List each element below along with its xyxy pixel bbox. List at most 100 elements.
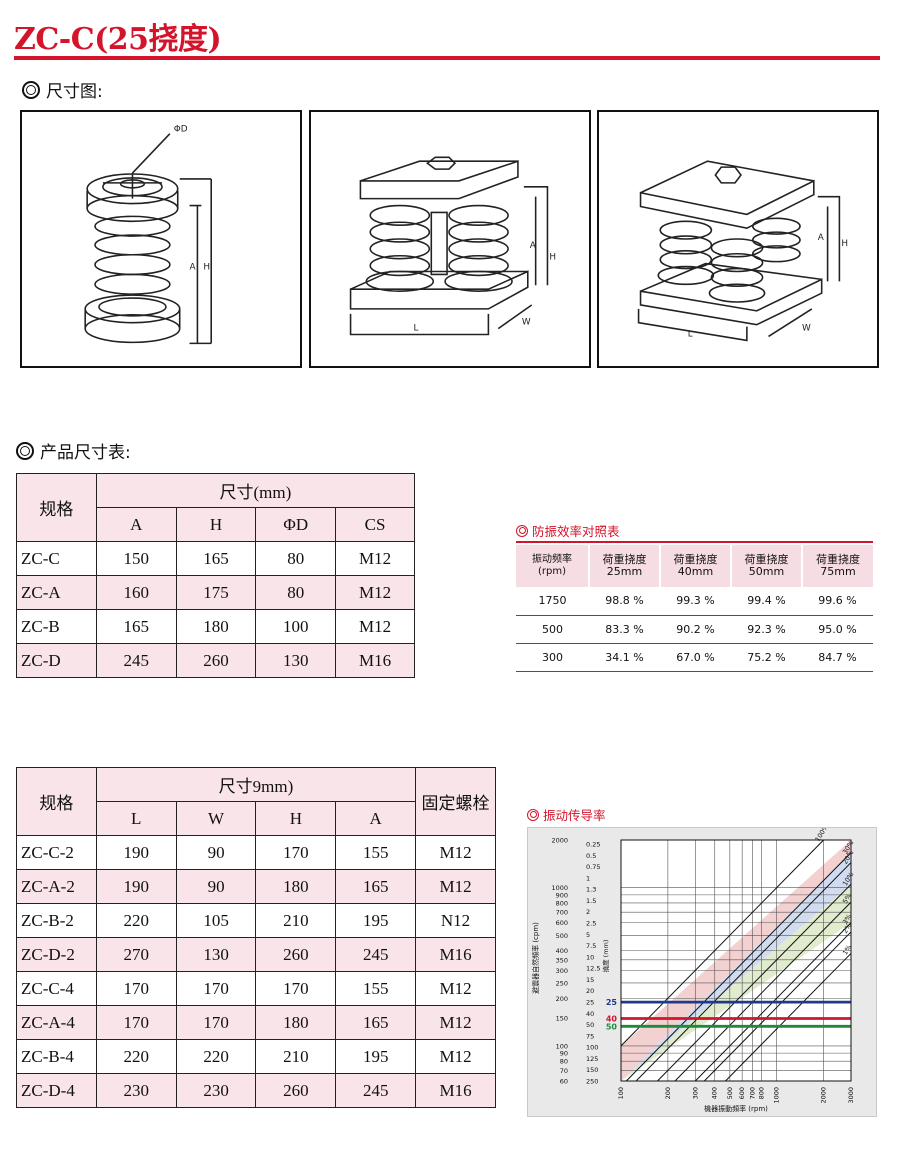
table-row: 500 83.3 % 90.2 % 92.3 % 95.0 %	[516, 615, 873, 644]
table1-cell: 175	[175, 575, 257, 610]
table2-cell: ZC-D-4	[16, 1073, 97, 1108]
chart-deflection-tick-label: 125	[586, 1055, 598, 1063]
efficiency-cell: 99.6 %	[802, 587, 873, 616]
chart-x-axis-label: 機器振動頻率 (rpm)	[704, 1104, 768, 1113]
title-rule	[14, 56, 880, 60]
table1-cell: 100	[255, 609, 337, 644]
table2-cell: 210	[255, 903, 337, 938]
chart-deflection-tick-label: 7.5	[586, 942, 596, 950]
efficiency-cell: 84.7 %	[802, 643, 873, 672]
efficiency-cell: 67.0 %	[660, 643, 731, 672]
table2-cell: 195	[335, 903, 417, 938]
table2-header-bolt: 固定螺栓	[415, 767, 496, 836]
chart-y-tick-label: 70	[560, 1067, 568, 1075]
chart-x-tick-label: 400	[711, 1087, 719, 1099]
chart-deflection-tick-label: 0.5	[586, 852, 596, 860]
section-heading-dims-label: 尺寸图:	[46, 82, 103, 102]
efficiency-cell: 98.8 %	[589, 587, 660, 616]
efficiency-cell: 99.4 %	[731, 587, 802, 616]
chart-deflection-tick-label: 2	[586, 908, 590, 916]
chart-deflection-tick-label: 40	[586, 1010, 594, 1018]
table1-cell: M12	[335, 541, 415, 576]
chart-x-tick-label: 800	[758, 1087, 766, 1099]
table1-header-group: 尺寸(mm)	[95, 473, 416, 508]
efficiency-table-top-rule	[516, 541, 873, 543]
phi-d-label: ΦD	[174, 125, 188, 135]
table2-cell: 155	[335, 835, 417, 870]
chart-deflection-tick-label: 5	[586, 931, 590, 939]
table2-cell: ZC-C-2	[16, 835, 97, 870]
efficiency-cell: 300	[516, 643, 589, 672]
chart-y-tick-label: 300	[556, 967, 568, 975]
table1-cell: ZC-A	[16, 575, 97, 610]
table2-cell: 230	[95, 1073, 177, 1108]
single-mount-svg: ΦD A H	[84, 125, 212, 345]
double-circle-icon	[516, 524, 528, 537]
table2-cell: 165	[335, 869, 417, 904]
table2-cell: 90	[175, 835, 257, 870]
table2-cell: M16	[415, 937, 496, 972]
table2-cell: ZC-A-4	[16, 1005, 97, 1040]
table2-cell: 260	[255, 1073, 337, 1108]
efficiency-cell: 99.3 %	[660, 587, 731, 616]
table2-cell: M12	[415, 835, 496, 870]
quad-mount-svg: A H L W	[637, 160, 848, 342]
chart-y-tick-label: 150	[556, 1015, 568, 1023]
efficiency-cell: 83.3 %	[589, 615, 660, 644]
double-mount-svg: A H L W	[349, 156, 556, 336]
table1-cell: 245	[95, 643, 177, 678]
double-circle-icon	[527, 808, 539, 821]
chart-series-line	[674, 901, 852, 1082]
section-heading-efficiency: 防振效率对照表	[516, 521, 620, 540]
efficiency-cell: 90.2 %	[660, 615, 731, 644]
chart-y-tick-label: 400	[556, 947, 568, 955]
efficiency-cell: 92.3 %	[731, 615, 802, 644]
chart-y-tick-label: 80	[560, 1058, 568, 1066]
efficiency-cell: 500	[516, 615, 589, 644]
table2-cell: 130	[175, 937, 257, 972]
table2-cell: 170	[95, 971, 177, 1006]
table1-cell: 180	[175, 609, 257, 644]
chart-band	[621, 840, 851, 1081]
h-label-double: H	[549, 253, 556, 263]
table2-cell: 170	[255, 971, 337, 1006]
table1-header-cs: CS	[335, 507, 415, 542]
section-heading-product-table-label: 产品尺寸表:	[40, 443, 131, 463]
table2-cell: 230	[175, 1073, 257, 1108]
efficiency-cell: 34.1 %	[589, 643, 660, 672]
table2-cell: 245	[335, 937, 417, 972]
chart-series-line	[620, 839, 824, 1047]
table2-cell: 165	[335, 1005, 417, 1040]
table1-header-h: H	[175, 507, 257, 542]
table2-cell: 195	[335, 1039, 417, 1074]
chart-y-axis-label: 避震器自然頻率 (cpm)	[531, 922, 540, 994]
table2-cell: M12	[415, 1039, 496, 1074]
chart-y-tick-label: 600	[556, 919, 568, 927]
table2-cell: M12	[415, 1005, 496, 1040]
chart-series-line	[657, 883, 852, 1082]
chart-series-line	[703, 931, 852, 1082]
product-size-table: 规格 尺寸(mm) A H ΦD CS ZC-C 150 165 80 M12 …	[16, 473, 416, 678]
table2-cell: N12	[415, 903, 496, 938]
table2-cell: 90	[175, 869, 257, 904]
table1-header-a: A	[95, 507, 177, 542]
h-label-single: H	[203, 263, 210, 273]
table-row: 300 34.1 % 67.0 % 75.2 % 84.7 %	[516, 643, 873, 672]
table2-cell: M16	[415, 1073, 496, 1108]
table2-cell: 190	[95, 869, 177, 904]
chart-deflection-tick-label: 0.25	[586, 841, 600, 849]
table1-cell: ZC-B	[16, 609, 97, 644]
drawing-double-mount: A H L W	[309, 110, 591, 368]
table2-cell: ZC-B-4	[16, 1039, 97, 1074]
transmissibility-chart-svg: 100%30%20%10%5%3%2%1%2540502000100090080…	[531, 828, 855, 1113]
table2-cell: 190	[95, 835, 177, 870]
table2-header-model: 规格	[16, 767, 97, 836]
efficiency-cell: 95.0 %	[802, 615, 873, 644]
chart-deflection-tick-label: 1	[586, 874, 590, 882]
